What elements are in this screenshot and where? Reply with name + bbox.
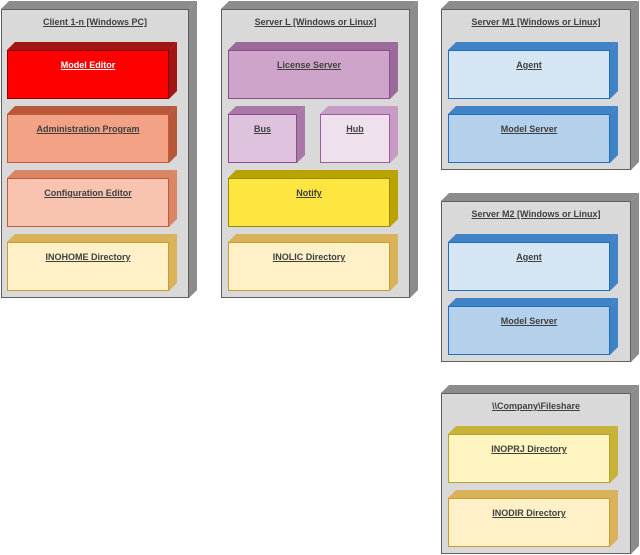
hub-component[interactable]: Hub [320,106,398,163]
administration-program-label: Administration Program [36,124,140,134]
bus-component[interactable]: Bus [228,106,305,163]
inoprj-directory-label: INOPRJ Directory [491,444,567,454]
server-l-node-title: Server L [Windows or Linux] [254,17,377,27]
inohome-directory-component[interactable]: INOHOME Directory [7,234,177,291]
server-m1-model-server-component[interactable]: Model Server [448,106,618,163]
bus-label: Bus [253,124,271,134]
server-m1-node-title: Server M1 [Windows or Linux] [471,17,601,27]
configuration-editor-label: Configuration Editor [44,188,132,198]
inoprj-directory-component[interactable]: INOPRJ Directory [448,426,618,483]
server-m1-agent-component[interactable]: Agent [448,42,618,99]
license-server-component[interactable]: License Server [228,42,398,99]
notify-component[interactable]: Notify [228,170,398,227]
server-m2-agent-component[interactable]: Agent [448,234,618,291]
inolic-directory-component[interactable]: INOLIC Directory [228,234,398,291]
server-m1-agent-label: Agent [516,60,542,70]
inolic-directory-label: INOLIC Directory [272,252,346,262]
model-editor-component[interactable]: Model Editor [7,42,177,99]
inodir-directory-label: INODIR Directory [492,508,566,518]
server-m2-model-server-label: Model Server [500,316,558,326]
server-m2-model-server-component[interactable]: Model Server [448,298,618,355]
model-editor-label: Model Editor [60,60,116,70]
license-server-label: License Server [276,60,342,70]
server-m2-node-title: Server M2 [Windows or Linux] [471,209,601,219]
notify-label: Notify [296,188,322,198]
server-m1-model-server-label: Model Server [500,124,558,134]
fileshare-node-title: \\Company\Fileshare [491,401,581,411]
configuration-editor-component[interactable]: Configuration Editor [7,170,177,227]
hub-label: Hub [346,124,364,134]
inodir-directory-component[interactable]: INODIR Directory [448,490,618,547]
administration-program-component[interactable]: Administration Program [7,106,177,163]
server-m2-agent-label: Agent [516,252,542,262]
client-node-title: Client 1-n [Windows PC] [43,17,147,27]
inohome-directory-label: INOHOME Directory [45,252,131,262]
